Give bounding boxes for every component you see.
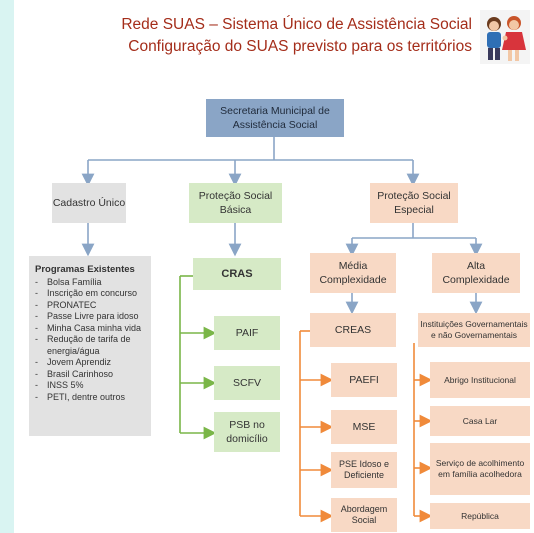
programs-heading: Programas Existentes bbox=[35, 264, 135, 275]
program-item: PETI, dentre outros bbox=[35, 392, 147, 404]
node-republica: República bbox=[430, 503, 530, 529]
slide-title: Rede SUAS – Sistema Único de Assistência… bbox=[121, 16, 472, 33]
node-abrigo: Abrigo Institucional bbox=[430, 362, 530, 398]
node-instituicoes: Instituições Governamentais e não Govern… bbox=[418, 313, 530, 347]
program-item: Bolsa Família bbox=[35, 277, 147, 289]
node-media-complexidade: Média Complexidade bbox=[310, 253, 396, 293]
program-item: Jovem Aprendiz bbox=[35, 357, 147, 369]
node-mse: MSE bbox=[331, 410, 397, 444]
program-item: PRONATEC bbox=[35, 300, 147, 312]
program-item: Passe Livre para idoso bbox=[35, 311, 147, 323]
node-paefi: PAEFI bbox=[331, 363, 397, 397]
node-cadastro-unico: Cadastro Único bbox=[52, 183, 126, 223]
node-scfv: SCFV bbox=[214, 366, 280, 400]
program-item: Inscrição em concurso bbox=[35, 288, 147, 300]
node-protecao-basica: Proteção Social Básica bbox=[189, 183, 282, 223]
node-creas: CREAS bbox=[310, 313, 396, 347]
slide-subtitle: Configuração do SUAS previsto para os te… bbox=[128, 38, 472, 55]
node-casa-lar: Casa Lar bbox=[430, 406, 530, 436]
node-psb-domicilio: PSB no domicílio bbox=[214, 412, 280, 452]
node-paif: PAIF bbox=[214, 316, 280, 350]
node-acolhimento: Serviço de acolhimento em família acolhe… bbox=[430, 443, 530, 495]
node-secretaria: Secretaria Municipal de Assistência Soci… bbox=[206, 99, 344, 137]
node-abordagem-social: Abordagem Social bbox=[331, 498, 397, 532]
program-item: INSS 5% bbox=[35, 380, 147, 392]
program-item: Brasil Carinhoso bbox=[35, 369, 147, 381]
node-pse-idoso: PSE Idoso e Deficiente bbox=[331, 452, 397, 488]
program-item: Redução de tarifa de energia/água bbox=[35, 334, 147, 357]
node-cras: CRAS bbox=[193, 258, 281, 290]
node-protecao-especial: Proteção Social Especial bbox=[370, 183, 458, 223]
program-item: Minha Casa minha vida bbox=[35, 323, 147, 335]
children-illustration-icon bbox=[480, 10, 530, 64]
node-alta-complexidade: Alta Complexidade bbox=[432, 253, 520, 293]
programs-list: Programas Existentes Bolsa Família Inscr… bbox=[29, 256, 151, 436]
